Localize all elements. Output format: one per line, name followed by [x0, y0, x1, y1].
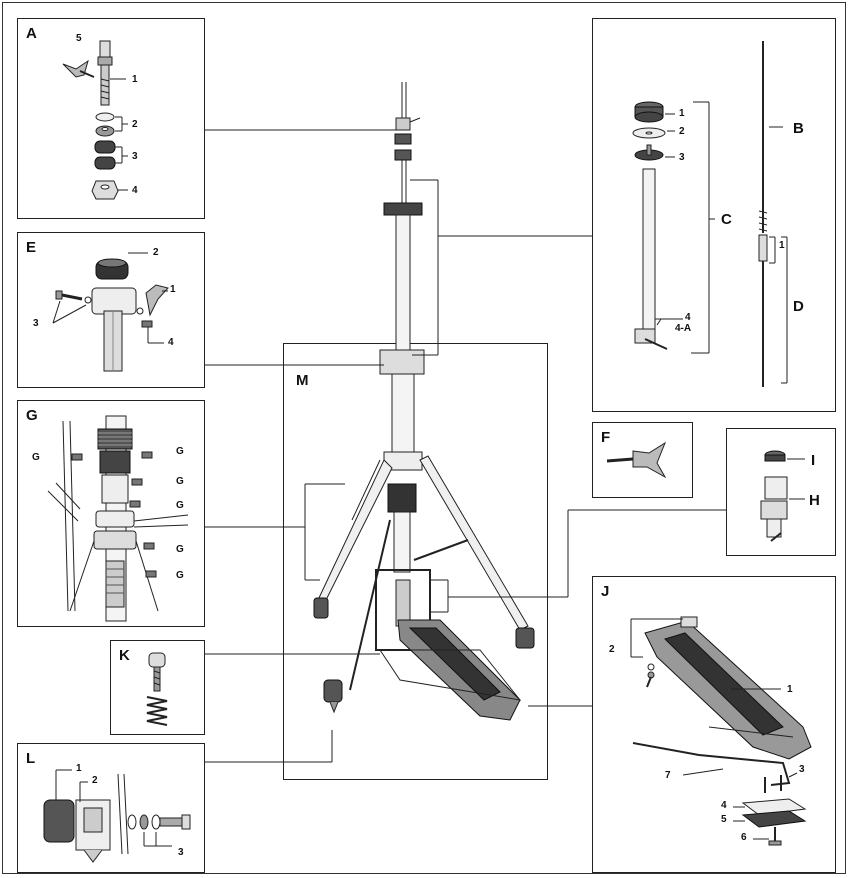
panel-j: J 2 1 3 7 4 5 6 — [592, 576, 836, 873]
part-label: G — [176, 446, 184, 457]
panel-k: K — [110, 640, 205, 735]
part-label: 6 — [741, 832, 747, 843]
part-label: 1 — [76, 763, 82, 774]
part-label: 1 — [787, 684, 793, 695]
panel-f: F — [592, 422, 693, 498]
panel-h-letter: H — [809, 492, 820, 509]
part-label: G — [176, 544, 184, 555]
part-label: 4 — [132, 185, 138, 196]
part-label: 3 — [33, 318, 39, 329]
part-label: 4 — [168, 337, 174, 348]
panel-l: L 1 2 3 — [17, 743, 205, 873]
panel-e: E 2 1 3 4 — [17, 232, 205, 388]
panel-a-letter: A — [26, 25, 37, 42]
panel-e-parts-drawing — [52, 252, 169, 372]
part-label: 7 — [665, 770, 671, 781]
part-label: G — [176, 570, 184, 581]
part-label: 3 — [178, 847, 184, 858]
panel-a: A 5 1 2 3 4 — [17, 18, 205, 219]
part-label: G — [32, 452, 40, 463]
part-label: 5 — [721, 814, 727, 825]
panel-f-letter: F — [601, 429, 611, 446]
panel-e-letter: E — [26, 239, 37, 256]
part-label: G — [176, 500, 184, 511]
panel-k-parts-drawing — [146, 652, 168, 726]
part-label: 4-A — [675, 323, 692, 334]
panel-j-letter: J — [601, 583, 610, 600]
panel-l-parts-drawing — [43, 769, 191, 863]
part-label: 2 — [609, 644, 615, 655]
panel-d-letter: D — [793, 298, 804, 315]
part-label: 3 — [132, 151, 138, 162]
panel-k-letter: K — [119, 647, 130, 664]
panel-b-letter: B — [793, 120, 804, 137]
part-label: 4 — [685, 312, 691, 323]
panel-c-letter: C — [721, 211, 732, 228]
panel-hi-parts-drawing — [760, 450, 805, 542]
panel-m-letter: M — [296, 372, 309, 389]
part-label: 3 — [679, 152, 685, 163]
part-label: 4 — [721, 800, 727, 811]
panel-m: M — [283, 343, 548, 780]
part-label: G — [176, 476, 184, 487]
panel-hi: I H — [726, 428, 836, 556]
panel-l-letter: L — [26, 750, 36, 767]
part-label: 3 — [799, 764, 805, 775]
part-label: 1 — [779, 240, 785, 251]
panel-g: G G G G G G G — [17, 400, 205, 627]
panel-g-letter: G — [26, 407, 38, 424]
panel-bcd: 1 2 3 4 4-A 1 B C D — [592, 18, 836, 412]
panel-j-parts-drawing — [630, 616, 812, 846]
panel-a-parts-drawing — [62, 40, 128, 200]
part-label: 1 — [132, 74, 138, 85]
panel-g-parts-drawing — [47, 415, 189, 622]
part-label: 2 — [92, 775, 98, 786]
part-label: 2 — [679, 126, 685, 137]
part-label: 2 — [153, 247, 159, 258]
panel-bcd-parts-drawing — [632, 41, 788, 387]
panel-i-letter: I — [811, 452, 816, 469]
part-label: 1 — [679, 108, 685, 119]
part-label: 5 — [76, 33, 82, 44]
part-label: 1 — [170, 284, 176, 295]
part-label: 2 — [132, 119, 138, 130]
panel-f-parts-drawing — [606, 441, 667, 479]
